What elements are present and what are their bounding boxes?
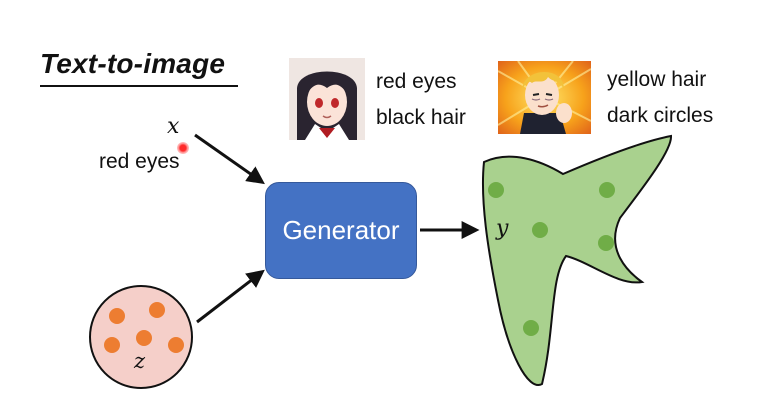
anime-portrait-yellow-hair-dark-circles [498,61,591,134]
laser-pointer-dot [177,142,189,154]
anime-girl-image [289,58,365,140]
output-distribution [481,134,673,386]
title-underline [40,85,238,87]
example1-line2: black hair [376,106,466,129]
arrow-x-to-generator [194,133,265,185]
arrow-z-to-generator [196,269,265,324]
slide-title: Text-to-image [40,48,226,79]
x-variable: x [167,114,180,139]
anime-portrait-red-eyes-black-hair [289,58,365,140]
y-variable: y [496,216,509,241]
condition-text: red eyes [99,150,180,173]
anime-boy-image [498,61,591,134]
z-variable: z [134,349,146,373]
generator-box: Generator [265,182,417,279]
example1-line1: red eyes [376,70,457,93]
example2-line1: yellow hair [607,68,707,91]
example2-line2: dark circles [607,104,714,127]
latent-distribution [89,285,193,389]
generator-label: Generator [282,215,400,245]
